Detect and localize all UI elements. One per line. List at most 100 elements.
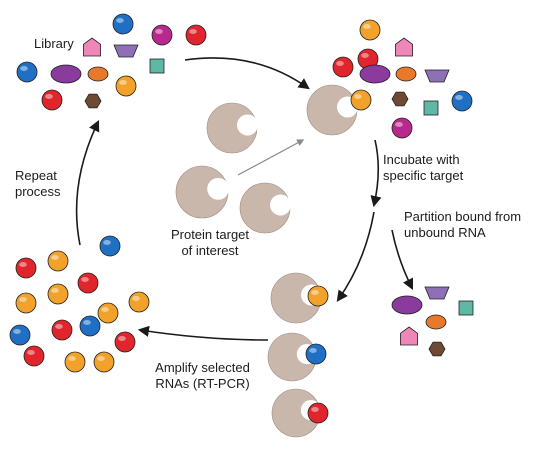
- blue-ball: [16, 61, 38, 83]
- red-ball: [185, 24, 207, 46]
- red-ball: [15, 257, 37, 279]
- cycle-arrows: [75, 57, 414, 341]
- orange-ball: [47, 250, 69, 272]
- teal-square: [458, 300, 474, 316]
- orange-ball: [47, 283, 69, 305]
- orange-ball: [15, 292, 37, 314]
- blue-ball: [112, 13, 134, 35]
- brown-hexagon: [428, 341, 446, 357]
- orange-ball: [97, 302, 119, 324]
- red-ball: [41, 89, 63, 111]
- teal-square: [423, 100, 439, 116]
- amplify-label-line1: Amplify selected: [155, 360, 250, 375]
- highlight: [103, 240, 111, 245]
- highlight: [363, 24, 371, 29]
- binding-pocket: [207, 177, 230, 200]
- library-to-incubate-arrow: [184, 57, 310, 90]
- incubate-label-line1: Incubate with: [383, 152, 460, 167]
- highlight: [395, 122, 403, 127]
- highlight: [116, 18, 124, 23]
- incubate-label-line2: specific target: [383, 168, 464, 183]
- highlight: [311, 290, 319, 295]
- protein-label-line2: of interest: [181, 243, 239, 258]
- protein-target-label: Protein target of interest: [150, 227, 270, 259]
- repeat-label-line1: Repeat: [15, 168, 57, 183]
- highlight: [51, 255, 59, 260]
- repeat-label-line2: process: [15, 184, 61, 199]
- unbound-arrow: [391, 229, 414, 291]
- protein-target: [175, 165, 230, 219]
- pink-pentagon: [83, 37, 101, 57]
- incubate-label: Incubate with specific target: [383, 152, 463, 184]
- red-ball: [23, 345, 45, 367]
- highlight: [354, 94, 362, 99]
- purple-trapezoid: [424, 69, 450, 83]
- highlight: [132, 296, 140, 301]
- binding-pocket: [270, 194, 291, 216]
- highlight: [45, 94, 53, 99]
- highlight: [119, 80, 127, 85]
- highlight: [13, 329, 21, 334]
- partition-to-bound-arrow: [336, 211, 375, 302]
- brown-hexagon: [84, 93, 102, 109]
- red-ball: [51, 319, 73, 341]
- orange-oval: [87, 66, 109, 82]
- highlight: [455, 95, 463, 100]
- highlight: [97, 356, 105, 361]
- highlight: [19, 262, 27, 267]
- highlight: [27, 350, 35, 355]
- partition-label-line1: Partition bound from: [404, 209, 522, 224]
- binding-pocket: [237, 114, 258, 136]
- orange-ball: [64, 351, 86, 373]
- purple-oval: [391, 295, 423, 315]
- orange-ball: [359, 19, 381, 41]
- blue-ball: [79, 315, 101, 337]
- repeat-label: Repeat process: [15, 168, 61, 200]
- repeat-arrow: [75, 119, 100, 246]
- highlight: [68, 356, 76, 361]
- protein-target: [206, 102, 258, 154]
- red-ball-bound: [307, 402, 329, 424]
- partition-label: Partition bound from unbound RNA: [404, 209, 521, 241]
- highlight: [81, 277, 89, 282]
- brown-hexagon: [391, 91, 409, 107]
- highlight: [19, 297, 27, 302]
- highlight: [309, 348, 317, 353]
- highlight: [361, 53, 369, 58]
- incubate-to-partition-arrow: [370, 139, 382, 208]
- purple-oval: [359, 64, 391, 84]
- orange-ball-bound: [307, 285, 329, 307]
- highlight: [101, 307, 109, 312]
- highlight: [336, 61, 344, 66]
- highlight: [155, 29, 163, 34]
- red-ball: [114, 331, 136, 353]
- partition-label-line2: unbound RNA: [404, 225, 486, 240]
- orange-ball: [128, 291, 150, 313]
- blue-ball: [99, 235, 121, 257]
- pink-pentagon: [395, 37, 413, 57]
- protein-label-line1: Protein target: [170, 227, 250, 242]
- protein-target-bound: [306, 84, 358, 136]
- red-ball: [77, 272, 99, 294]
- magenta-ball: [391, 117, 413, 139]
- blue-ball: [451, 90, 473, 112]
- orange-ball-bound: [350, 89, 372, 111]
- highlight: [83, 320, 91, 325]
- magenta-ball: [151, 24, 173, 46]
- teal-square: [149, 58, 165, 74]
- orange-ball: [93, 351, 115, 373]
- rna-molecules: [9, 13, 474, 424]
- purple-oval: [50, 64, 82, 84]
- highlight: [55, 324, 63, 329]
- highlight: [189, 29, 197, 34]
- highlight: [311, 407, 319, 412]
- pink-pentagon: [400, 326, 418, 346]
- blue-ball-bound: [305, 343, 327, 365]
- highlight: [20, 66, 28, 71]
- protein-target: [239, 182, 291, 234]
- orange-oval: [395, 66, 417, 82]
- amplify-label-line2: RNAs (RT-PCR): [155, 376, 250, 391]
- amplify-arrow: [137, 325, 269, 341]
